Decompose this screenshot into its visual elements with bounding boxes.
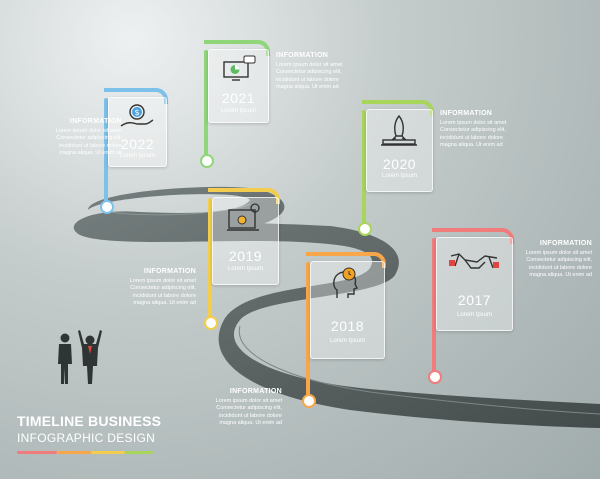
stem-2021 bbox=[204, 50, 208, 160]
info-body: Lorem ipsum dolor sit amet Consectetur a… bbox=[215, 398, 282, 427]
rocket-laptop-icon bbox=[381, 114, 417, 146]
stem-2017 bbox=[432, 238, 436, 376]
info-block-2021: INFORMATION Lorem ipsum dolor sit amet C… bbox=[276, 52, 368, 92]
business-people-icon bbox=[58, 330, 102, 384]
info-block-2017: INFORMATION Lorem ipsum dolor sit amet C… bbox=[500, 240, 592, 280]
milestone-card-2022: $ 2022 Lorem Ipsum bbox=[108, 97, 167, 167]
svg-text:$: $ bbox=[134, 108, 139, 117]
milestone-card-2021: 2021 Lorem Ipsum bbox=[208, 49, 269, 123]
hook-2022 bbox=[104, 88, 168, 104]
pin-2020 bbox=[358, 222, 372, 236]
info-title: INFORMATION bbox=[69, 118, 122, 125]
hook-2020 bbox=[362, 100, 434, 116]
brand-subtitle: INFOGRAPHIC DESIGN bbox=[17, 431, 156, 445]
milestone-card-2017: 2017 Lorem Ipsum bbox=[436, 237, 513, 331]
year-label: 2018 bbox=[330, 318, 365, 334]
year-label: 2021 bbox=[221, 90, 256, 106]
year-label: 2017 bbox=[457, 292, 492, 308]
info-body: Lorem ipsum dolor sit amet Consectetur a… bbox=[129, 278, 196, 307]
year-sublabel: Lorem Ipsum bbox=[227, 266, 263, 272]
info-block-2019: INFORMATION Lorem ipsum dolor sit amet C… bbox=[104, 268, 196, 308]
money-hand-icon: $ bbox=[120, 104, 154, 127]
hook-2018 bbox=[306, 252, 386, 268]
stem-2019 bbox=[208, 198, 212, 320]
info-body: Lorem ipsum dolor sit amet Consectetur a… bbox=[55, 128, 122, 157]
stem-2022 bbox=[104, 98, 108, 206]
info-title: INFORMATION bbox=[276, 52, 329, 59]
year-sublabel: Lorem Ipsum bbox=[329, 338, 365, 344]
brand-bar-orange bbox=[57, 451, 91, 454]
year-sublabel: Lorem Ipsum bbox=[456, 312, 492, 318]
info-block-2020: INFORMATION Lorem ipsum dolor sit amet C… bbox=[440, 110, 532, 150]
brand-bar-yellow bbox=[91, 451, 125, 454]
brand-bar-green bbox=[125, 451, 153, 454]
info-title: INFORMATION bbox=[440, 110, 493, 117]
milestone-card-2018: 2018 Lorem Ipsum bbox=[310, 261, 385, 359]
year-sublabel: Lorem Ipsum bbox=[119, 153, 155, 159]
stem-2020 bbox=[362, 110, 366, 228]
info-block-2022: INFORMATION Lorem ipsum dolor sit amet C… bbox=[30, 118, 122, 158]
year-label: 2019 bbox=[228, 248, 263, 264]
year-sublabel: Lorem Ipsum bbox=[220, 108, 256, 114]
pin-2018 bbox=[302, 394, 316, 408]
info-title: INFORMATION bbox=[143, 268, 196, 275]
monitor-chat-icon bbox=[223, 55, 256, 81]
hook-2019 bbox=[208, 188, 280, 204]
brand-bar-red bbox=[17, 451, 57, 454]
pin-2017 bbox=[428, 370, 442, 384]
year-sublabel: Lorem Ipsum bbox=[381, 173, 417, 179]
head-clock-icon bbox=[333, 267, 358, 298]
year-label: 2022 bbox=[120, 136, 155, 152]
info-block-2018: INFORMATION Lorem ipsum dolor sit amet C… bbox=[190, 388, 282, 428]
laptop-gear-icon bbox=[227, 203, 260, 231]
year-label: 2020 bbox=[382, 156, 417, 172]
info-body: Lorem ipsum dolor sit amet Consectetur a… bbox=[440, 120, 507, 149]
brand-title: TIMELINE BUSINESS bbox=[17, 413, 162, 429]
milestone-card-2019: 2019 Lorem Ipsum bbox=[212, 197, 279, 285]
hook-2021 bbox=[204, 40, 270, 56]
stem-2018 bbox=[306, 262, 310, 398]
info-body: Lorem ipsum dolor sit amet Consectetur a… bbox=[525, 250, 592, 279]
hook-2017 bbox=[432, 228, 514, 244]
info-title: INFORMATION bbox=[539, 240, 592, 247]
milestone-card-2020: 2020 Lorem Ipsum bbox=[366, 109, 433, 192]
info-title: INFORMATION bbox=[229, 388, 282, 395]
pin-2019 bbox=[204, 316, 218, 330]
info-body: Lorem ipsum dolor sit amet Consectetur a… bbox=[276, 62, 343, 91]
handshake-icon bbox=[449, 253, 499, 269]
pin-2021 bbox=[200, 154, 214, 168]
pin-2022 bbox=[100, 200, 114, 214]
